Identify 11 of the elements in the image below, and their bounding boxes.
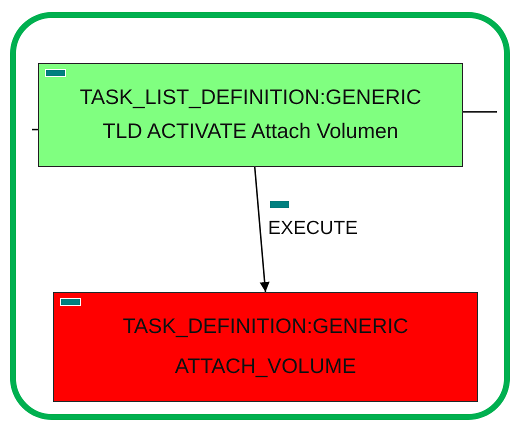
edge-label: EXECUTE (268, 218, 358, 240)
task-box (38, 63, 463, 167)
box-text: TASK_LIST_DEFINITION:GENERIC (80, 86, 422, 110)
line (463, 111, 497, 113)
box-text: TASK_DEFINITION:GENERIC (122, 315, 408, 339)
arrow (254, 166, 270, 292)
rounded-frame (10, 12, 510, 420)
line (32, 128, 38, 130)
task-box (53, 292, 478, 402)
box-text: TLD ACTIVATE Attach Volumen (102, 120, 398, 144)
box-text: ATTACH_VOLUME (174, 355, 356, 379)
